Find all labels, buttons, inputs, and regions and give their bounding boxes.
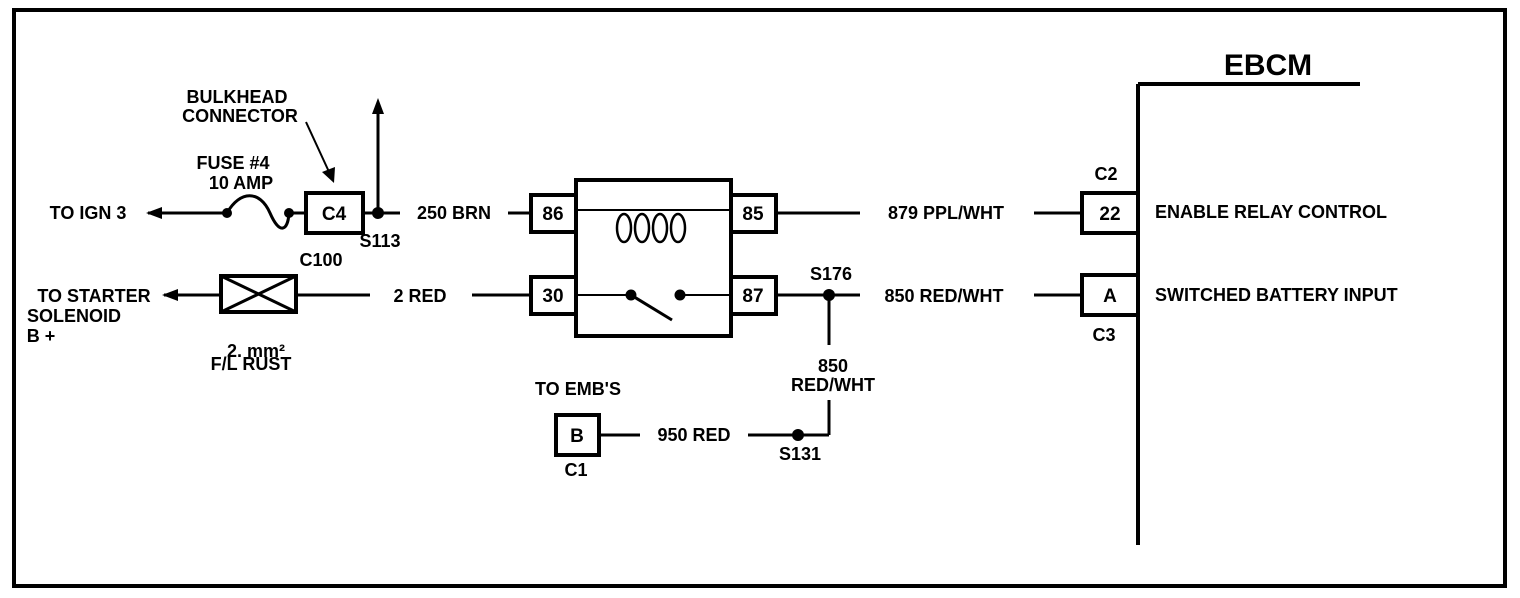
wire-850: S176 850 RED/WHT 850 RED/WHT — [776, 264, 1082, 435]
starter-label-1: TO STARTER — [37, 286, 150, 306]
switched-battery-label: SWITCHED BATTERY INPUT — [1155, 285, 1398, 305]
s176-label: S176 — [810, 264, 852, 284]
relay-coil-icon — [615, 212, 687, 244]
pin-87: 87 — [742, 286, 763, 307]
fuse-name: FUSE #4 — [196, 153, 269, 173]
ign-feed: TO IGN 3 FUSE #4 10 AMP — [50, 153, 306, 230]
pin-22: 22 — [1099, 204, 1120, 225]
wire-2-label: 2 RED — [393, 286, 446, 306]
to-ign-label: TO IGN 3 — [50, 203, 127, 223]
splice-s131-dot — [792, 429, 804, 441]
c2-label: C2 — [1094, 164, 1117, 184]
relay-pin-86 — [529, 193, 578, 234]
fl-name-label: F/L RUST — [211, 354, 292, 374]
relay-body — [574, 178, 733, 338]
ebcm-module: EBCM — [1136, 49, 1360, 545]
pin-b: B — [570, 426, 584, 447]
connector-22 — [1080, 191, 1140, 235]
starter-feed: TO STARTER SOLENOID B + 2. mm² F/L RUST … — [27, 274, 531, 374]
wire-879-label: 879 PPL/WHT — [888, 203, 1004, 223]
pin-30: 30 — [542, 286, 563, 307]
arrow-down-icon — [322, 167, 335, 183]
wire-850-v-label-1: 850 — [818, 356, 848, 376]
s113-label: S113 — [359, 231, 400, 251]
arrow-left-icon — [146, 207, 162, 219]
wire-950-label: 950 RED — [657, 425, 730, 445]
c1-label: C1 — [564, 460, 587, 480]
enable-relay-label: ENABLE RELAY CONTROL — [1155, 202, 1387, 222]
fusible-link-icon — [219, 274, 298, 314]
s131-label: S131 — [779, 444, 821, 464]
arrow-up-icon — [372, 98, 384, 114]
wire-879: 879 PPL/WHT — [776, 203, 1082, 223]
splice-s113: S113 250 BRN — [359, 98, 531, 251]
starter-label-3: B + — [27, 326, 56, 346]
diagram-frame — [12, 8, 1507, 588]
relay-pin-30 — [529, 275, 578, 316]
pin-86: 86 — [542, 204, 563, 225]
arrow-left-icon — [162, 289, 178, 301]
ebcm-title: EBCM — [1224, 49, 1312, 82]
fuse-icon — [225, 194, 291, 230]
wire-950: TO EMB'S B C1 950 RED S131 — [535, 379, 829, 480]
bulkhead-connector: BULKHEAD CONNECTOR C4 C100 — [182, 87, 365, 270]
pin-a: A — [1103, 286, 1117, 307]
c3-label: C3 — [1092, 325, 1115, 345]
bulkhead-label-1: BULKHEAD — [187, 87, 288, 107]
pin-c4: C4 — [322, 204, 347, 225]
pin-85: 85 — [742, 204, 764, 225]
starter-label-2: SOLENOID — [27, 306, 121, 326]
c100-label: C100 — [299, 250, 342, 270]
relay-switch-icon — [576, 289, 731, 322]
fl-size-label: 2. mm² — [227, 341, 285, 361]
connector-b — [554, 413, 601, 457]
to-embs-label: TO EMB'S — [535, 379, 621, 399]
wire-250-label: 250 BRN — [417, 203, 491, 223]
fuse-rating: 10 AMP — [209, 173, 273, 193]
bulkhead-label-2: CONNECTOR — [182, 106, 298, 126]
connector-a — [1080, 273, 1140, 317]
wire-850-v-label-2: RED/WHT — [791, 375, 875, 395]
wire-850-label: 850 RED/WHT — [884, 286, 1003, 306]
connector-c4 — [304, 191, 365, 235]
relay: 86 85 30 87 — [529, 178, 778, 338]
ebcm-connectors: C2 22 ENABLE RELAY CONTROL A C3 SWITCHED… — [1080, 164, 1398, 345]
